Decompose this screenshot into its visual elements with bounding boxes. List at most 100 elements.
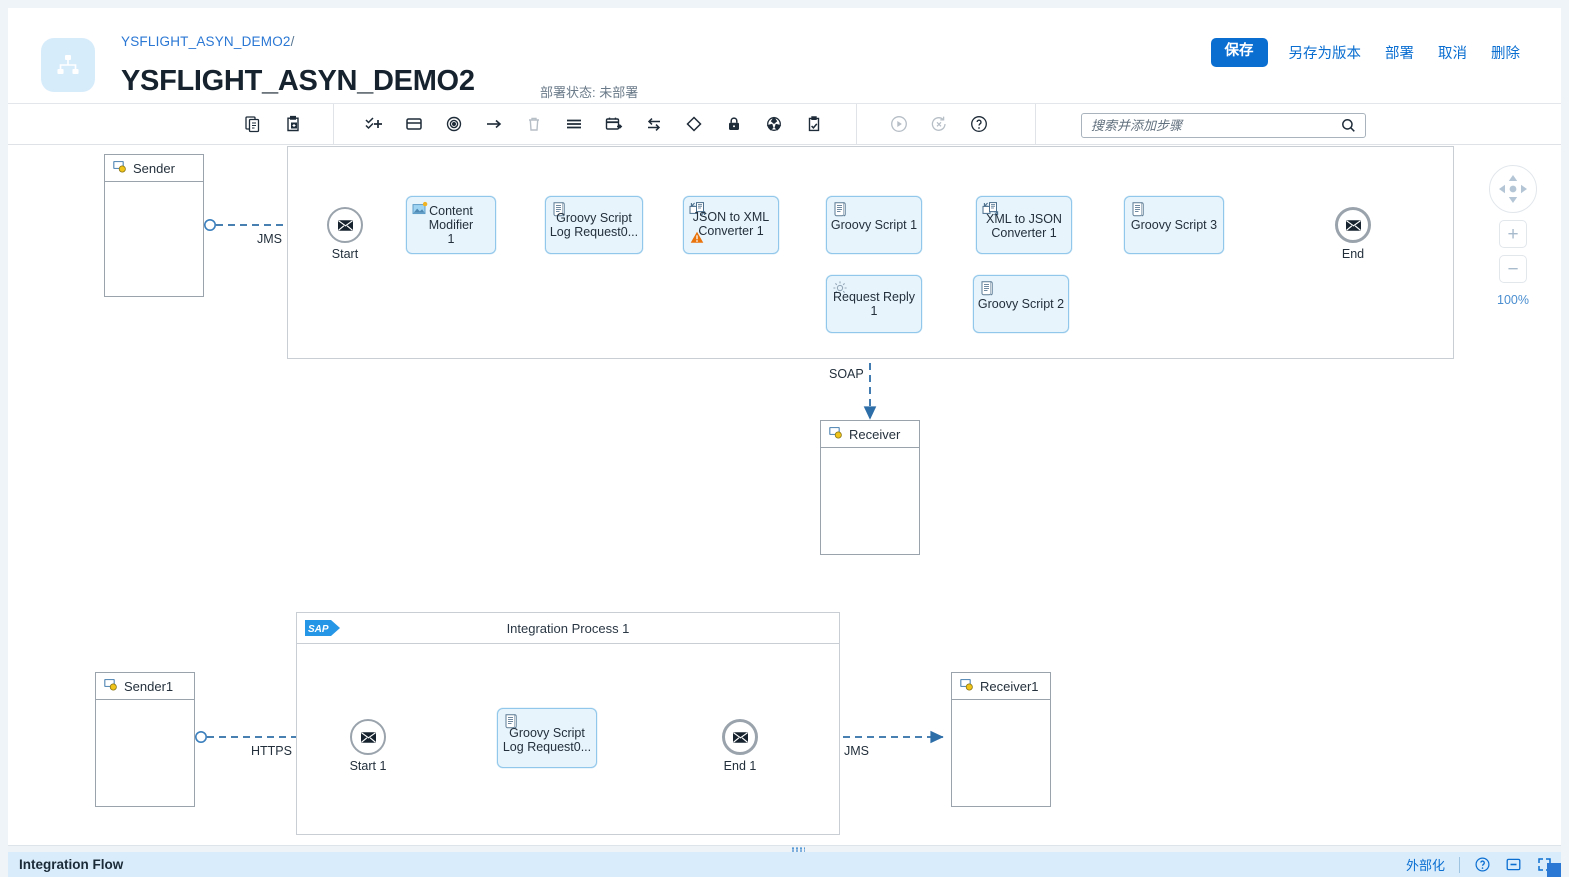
panel-splitter[interactable] xyxy=(8,845,1561,852)
step-groovy-script-log-request0[interactable]: Groovy Script Log Request0... xyxy=(545,196,643,254)
connector-label-https: HTTPS xyxy=(251,744,292,758)
converter-icon xyxy=(689,201,707,222)
footer-actions: 外部化 xyxy=(1406,855,1553,874)
step-json-to-xml-converter-1[interactable]: JSON to XML Converter 1 xyxy=(683,196,779,254)
help-icon[interactable] xyxy=(959,104,999,145)
message-envelope-icon xyxy=(732,731,748,743)
step-label: Content Modifier 1 xyxy=(428,204,474,246)
swap-arrows-icon[interactable] xyxy=(634,104,674,145)
participant-sender1[interactable]: Sender1 xyxy=(95,672,195,807)
footer-divider xyxy=(1459,856,1460,873)
participant-sender[interactable]: Sender xyxy=(104,154,204,297)
participant-header: Receiver1 xyxy=(952,673,1050,700)
help-icon[interactable] xyxy=(1474,856,1491,873)
script-icon xyxy=(551,201,567,222)
participant-receiver1[interactable]: Receiver1 xyxy=(951,672,1051,807)
message-envelope-icon xyxy=(360,731,376,743)
pan-pad-icon[interactable] xyxy=(1489,165,1537,213)
step-request-reply-1[interactable]: Request Reply 1 xyxy=(826,275,922,333)
step-content-modifier-1[interactable]: Content Modifier 1 xyxy=(406,196,496,254)
script-icon xyxy=(832,201,848,222)
breadcrumb-separator: / xyxy=(290,34,295,49)
gateway-diamond-icon[interactable] xyxy=(674,104,714,145)
search-step-field[interactable] xyxy=(1081,113,1366,138)
zoom-out-button[interactable]: − xyxy=(1499,255,1527,283)
step-label: Groovy Script Log Request0... xyxy=(549,211,639,239)
page-title: YSFLIGHT_ASYN_DEMO2 xyxy=(121,65,475,97)
externalize-link[interactable]: 外部化 xyxy=(1405,858,1445,873)
validate-clipboard-icon[interactable] xyxy=(794,104,834,145)
step-xml-to-json-converter-1[interactable]: XML to JSON Converter 1 xyxy=(976,196,1072,254)
zoom-in-button[interactable]: + xyxy=(1499,220,1527,248)
arrow-connector-icon[interactable] xyxy=(474,104,514,145)
event-start[interactable] xyxy=(327,207,363,243)
mapping-icon[interactable] xyxy=(754,104,794,145)
search-input[interactable] xyxy=(1082,118,1341,133)
fullscreen-icon[interactable] xyxy=(1536,856,1553,873)
save-as-version-button[interactable]: 另存为版本 xyxy=(1286,40,1365,65)
event-end-1[interactable] xyxy=(722,719,758,755)
calendar-step-icon[interactable] xyxy=(594,104,634,145)
converter-icon xyxy=(982,201,1000,222)
editor-toolbar xyxy=(8,103,1561,145)
splitter-grip[interactable] xyxy=(789,846,807,853)
header-actions: 保存 另存为版本 部署 取消 删除 xyxy=(1210,38,1524,67)
event-end-1-caption: End 1 xyxy=(723,759,757,773)
save-button[interactable]: 保存 xyxy=(1210,38,1268,67)
footer-title: Integration Flow xyxy=(19,857,124,872)
toolbar-divider xyxy=(1035,103,1036,145)
step-label: Groovy Script 2 xyxy=(977,297,1065,311)
run-icon xyxy=(879,104,919,145)
step-groovy-script-log-request0-1[interactable]: Groovy Script Log Request0... xyxy=(497,708,597,768)
event-start-1-caption: Start 1 xyxy=(349,759,387,773)
participant-label: Receiver1 xyxy=(980,678,1039,694)
connector-label-soap: SOAP xyxy=(829,367,864,381)
sap-logo: SAP xyxy=(305,620,340,636)
step-label: Groovy Script 1 xyxy=(830,218,918,232)
page-header: YSFLIGHT_ASYN_DEMO2/ YSFLIGHT_ASYN_DEMO2… xyxy=(8,8,1561,104)
copy-icon[interactable] xyxy=(233,104,273,145)
search-icon[interactable] xyxy=(1341,118,1365,133)
receiver-icon xyxy=(828,425,843,443)
sender-icon xyxy=(112,159,127,177)
content-modifier-icon xyxy=(412,201,428,222)
add-participant-icon[interactable] xyxy=(354,104,394,145)
delete-button[interactable]: 删除 xyxy=(1488,40,1523,65)
connector-label-jms: JMS xyxy=(257,232,282,246)
event-end[interactable] xyxy=(1335,207,1371,243)
toolbar-divider xyxy=(856,103,857,145)
script-icon xyxy=(979,280,995,301)
participant-header: Sender1 xyxy=(96,673,194,700)
lock-icon[interactable] xyxy=(714,104,754,145)
event-icon[interactable] xyxy=(434,104,474,145)
step-label: XML to JSON Converter 1 xyxy=(986,212,1062,241)
participant-label: Sender1 xyxy=(124,678,174,694)
minimize-icon[interactable] xyxy=(1505,856,1522,873)
sender-icon xyxy=(103,677,118,695)
step-groovy-script-1[interactable]: Groovy Script 1 xyxy=(826,196,922,254)
toolbar-divider xyxy=(333,103,334,145)
delete-trash-icon xyxy=(514,104,554,145)
breadcrumb[interactable]: YSFLIGHT_ASYN_DEMO2/ xyxy=(121,34,295,49)
participant-receiver[interactable]: Receiver xyxy=(820,420,920,555)
pool-title: Integration Process 1 xyxy=(506,620,630,636)
breadcrumb-item[interactable]: YSFLIGHT_ASYN_DEMO2 xyxy=(121,34,291,49)
step-label: Groovy Script 3 xyxy=(1130,218,1218,232)
gear-icon xyxy=(832,280,848,301)
scroll-corner[interactable] xyxy=(1547,863,1561,877)
deploy-button[interactable]: 部署 xyxy=(1382,40,1417,65)
canvas-zoom-controls: + − 100% xyxy=(1485,165,1541,307)
integration-flow-canvas[interactable]: Sender Receiver xyxy=(8,145,1561,845)
menu-lines-icon[interactable] xyxy=(554,104,594,145)
cancel-button[interactable]: 取消 xyxy=(1435,40,1470,65)
pool-icon[interactable] xyxy=(394,104,434,145)
step-label: Groovy Script Log Request0... xyxy=(502,726,592,755)
step-groovy-script-3[interactable]: Groovy Script 3 xyxy=(1124,196,1224,254)
step-groovy-script-2[interactable]: Groovy Script 2 xyxy=(973,275,1069,333)
paste-icon[interactable] xyxy=(273,104,313,145)
footer-bar: Integration Flow 外部化 xyxy=(8,852,1561,877)
event-start-caption: Start xyxy=(331,247,359,261)
svg-text:SAP: SAP xyxy=(308,624,329,635)
receiver-icon xyxy=(959,677,974,695)
event-start-1[interactable] xyxy=(350,719,386,755)
